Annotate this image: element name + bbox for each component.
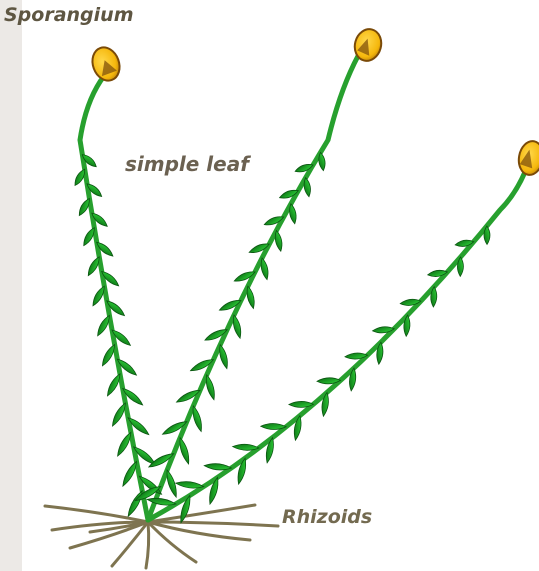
sporangium-left [88, 44, 124, 85]
sporangium-right [516, 139, 539, 177]
leaf-clusters [72, 152, 490, 524]
leaf-left [120, 460, 139, 488]
label-rhizoids: Rhizoids [282, 506, 372, 528]
stems [80, 56, 525, 520]
label-simple-leaf: simple leaf [125, 152, 249, 176]
label-sporangium: Sporangium [4, 4, 134, 26]
